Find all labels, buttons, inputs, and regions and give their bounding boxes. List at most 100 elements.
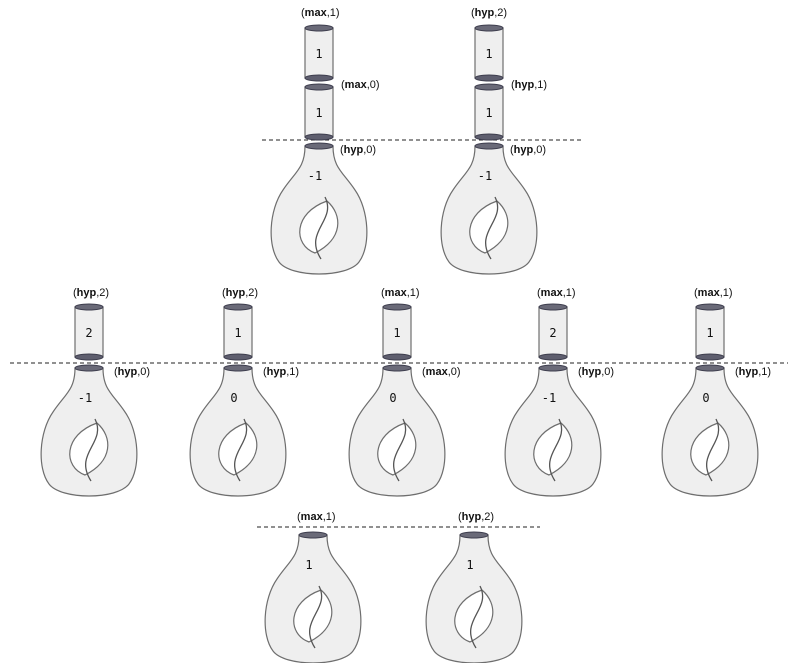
vase-strand xyxy=(706,418,720,482)
vase: -1 xyxy=(440,142,538,275)
vase-strand xyxy=(85,418,99,482)
vase-label: (max,0) xyxy=(422,366,461,378)
vase-top-cap xyxy=(695,364,725,372)
cylinder: 1 xyxy=(695,303,725,361)
vase-label: (hyp,0) xyxy=(114,366,150,378)
cylinder-bottom-cap xyxy=(695,353,725,361)
vase-hole xyxy=(454,589,494,643)
cylinder-value: 2 xyxy=(549,326,556,340)
vase-value: 0 xyxy=(702,391,709,405)
vase: 1 xyxy=(425,531,523,663)
cylinder-value: 2 xyxy=(85,326,92,340)
cylinder-label: (hyp,2) xyxy=(222,287,258,299)
vase-value: 0 xyxy=(230,391,237,405)
vase-label: (hyp,0) xyxy=(578,366,614,378)
cylinder-top-cap xyxy=(474,83,504,91)
cylinder-value: 1 xyxy=(315,47,322,61)
vase-label: (hyp,1) xyxy=(735,366,771,378)
cylinder: 2 xyxy=(538,303,568,361)
cylinder-body xyxy=(538,306,568,358)
vase-top-cap xyxy=(298,531,328,539)
vase-top-cap xyxy=(474,142,504,150)
vase-top-cap xyxy=(382,364,412,372)
vase-value: -1 xyxy=(308,169,322,183)
cylinder-label: (max,1) xyxy=(381,287,420,299)
vase-strand xyxy=(470,585,484,649)
vase-strand xyxy=(393,418,407,482)
cylinder-top-cap xyxy=(382,303,412,311)
vase-hole xyxy=(299,200,339,254)
cylinder-bottom-cap xyxy=(474,74,504,82)
cylinder-body xyxy=(695,306,725,358)
vase: 0 xyxy=(189,364,287,497)
cylinder-bottom-cap xyxy=(223,353,253,361)
vase-label: (hyp,2) xyxy=(458,511,494,523)
cylinder-value: 1 xyxy=(315,106,322,120)
vase: -1 xyxy=(40,364,138,497)
cylinder-value: 1 xyxy=(485,106,492,120)
cylinder-value: 1 xyxy=(234,326,241,340)
vase-value: -1 xyxy=(78,391,92,405)
vase: -1 xyxy=(270,142,368,275)
vase-strand xyxy=(485,196,499,260)
vase-strand xyxy=(315,196,329,260)
cylinder-top-cap xyxy=(474,24,504,32)
cylinder-bottom-cap xyxy=(474,133,504,141)
vase-hole xyxy=(690,422,730,476)
vase-label: (hyp,0) xyxy=(510,144,546,156)
cylinder-label: (max,1) xyxy=(694,287,733,299)
vase-hole xyxy=(469,200,509,254)
vase: 0 xyxy=(661,364,759,497)
vase-label: (hyp,1) xyxy=(263,366,299,378)
vase-value: 1 xyxy=(305,558,312,572)
vase-top-cap xyxy=(74,364,104,372)
cylinder-top-cap xyxy=(304,24,334,32)
cylinder-top-cap xyxy=(223,303,253,311)
cylinder-body xyxy=(474,27,504,79)
cylinder-top-cap xyxy=(695,303,725,311)
vase-value: -1 xyxy=(478,169,492,183)
cylinder-label: (hyp,2) xyxy=(73,287,109,299)
vase-strand xyxy=(549,418,563,482)
vase-top-cap xyxy=(459,531,489,539)
cylinder-value: 1 xyxy=(706,326,713,340)
vase-value: 1 xyxy=(466,558,473,572)
cylinder-lower-label: (max,0) xyxy=(341,79,380,91)
vase-hole xyxy=(293,589,333,643)
vase-top-cap xyxy=(304,142,334,150)
vase-value: -1 xyxy=(542,391,556,405)
vase-hole xyxy=(377,422,417,476)
cylinder-bottom-cap xyxy=(304,74,334,82)
cylinder-top-cap xyxy=(538,303,568,311)
cylinder: 1 xyxy=(382,303,412,361)
cylinder-value: 1 xyxy=(393,326,400,340)
cylinder-upper-label: (hyp,2) xyxy=(471,7,507,19)
vase-top-cap xyxy=(538,364,568,372)
vase-label: (max,1) xyxy=(297,511,336,523)
vase-hole xyxy=(69,422,109,476)
cylinder-upper: 1 xyxy=(304,24,334,82)
cylinder-bottom-cap xyxy=(304,133,334,141)
vase-strand xyxy=(309,585,323,649)
vase-label: (hyp,0) xyxy=(340,144,376,156)
cylinder-bottom-cap xyxy=(74,353,104,361)
vase-top-cap xyxy=(223,364,253,372)
vase: 1 xyxy=(264,531,362,663)
cylinder-upper: 1 xyxy=(474,24,504,82)
cylinder-value: 1 xyxy=(485,47,492,61)
cylinder-upper-label: (max,1) xyxy=(301,7,340,19)
cylinder-lower: 1 xyxy=(474,83,504,141)
cylinder: 2 xyxy=(74,303,104,361)
cylinder: 1 xyxy=(223,303,253,361)
cylinder-top-cap xyxy=(74,303,104,311)
cylinder-bottom-cap xyxy=(538,353,568,361)
cylinder-bottom-cap xyxy=(382,353,412,361)
vase: 0 xyxy=(348,364,446,497)
vase-hole xyxy=(533,422,573,476)
cylinder-lower: 1 xyxy=(304,83,334,141)
vase-strand xyxy=(234,418,248,482)
cylinder-top-cap xyxy=(304,83,334,91)
vase-value: 0 xyxy=(389,391,396,405)
